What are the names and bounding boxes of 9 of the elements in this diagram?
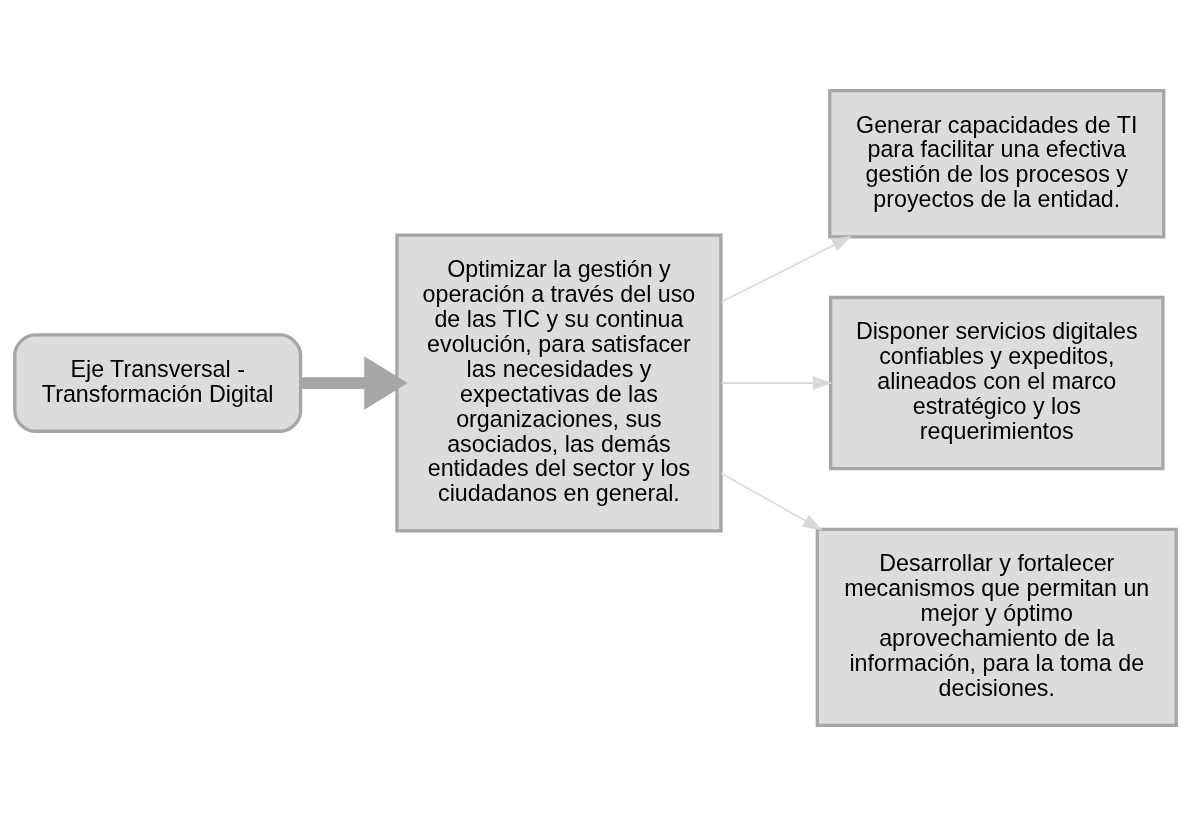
node-box: Disponer servicios digitales confiables y expeditos, alineados con el marco estratégico y los requerimientos	[828, 295, 1165, 471]
node-box: Generar capacidades de TI para facilitar una efectiva gestión de los procesos y proyectos de la entidad.	[828, 89, 1166, 239]
arrow	[300, 356, 408, 410]
node-box: Optimizar la gestión y operación a través del uso de las TIC y su continua evolución, para satisfacer las necesidades y expectativas de las organizaciones, sus asociados, las demás entidades del sector y los ciudadanos en general.	[395, 233, 723, 533]
arrow	[720, 472, 823, 531]
arrow	[720, 376, 833, 391]
node-box: Eje Transversal - Transformación Digital	[13, 333, 303, 433]
arrow	[720, 236, 852, 303]
node-box: Desarrollar y fortalecer mecanismos que permitan un mejor y óptimo aprovechamiento de la información, para la toma de decisiones.	[815, 527, 1178, 727]
